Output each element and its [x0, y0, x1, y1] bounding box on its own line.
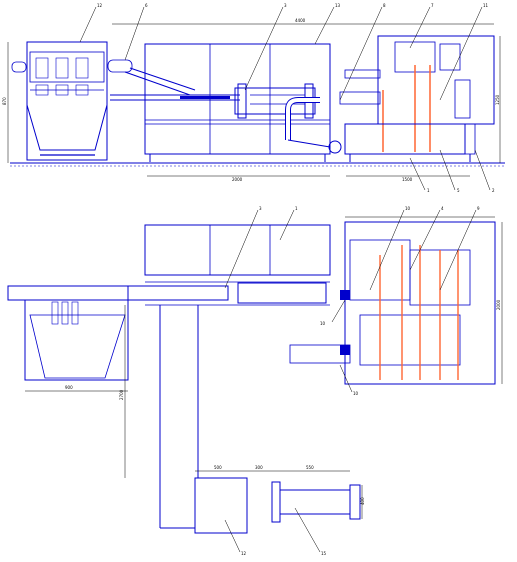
hopper-elevator: [11, 41, 108, 161]
plan-duct: [159, 305, 199, 529]
callout-label: 3: [259, 206, 262, 211]
callout-label: 8: [383, 3, 386, 8]
elevation-view: 4400 2000 1500 870 1250 12 6 3 13 8 7: [2, 3, 505, 193]
dim-bottom-b: 300: [255, 465, 263, 470]
dim-bottom-left: 2000: [232, 177, 243, 182]
dim-hopper-width: 900: [65, 385, 73, 390]
right-machine: [339, 35, 495, 162]
callout-label: 5: [457, 188, 460, 193]
callout-label: 9: [477, 206, 480, 211]
plan-right-machine: [289, 221, 496, 385]
plan-conveyor: [7, 281, 330, 306]
dim-bottom-a: 500: [214, 465, 222, 470]
elevation-dimensions: 4400 2000 1500 870 1250: [2, 18, 501, 182]
dim-pump-dia: 400: [360, 497, 365, 505]
callout-label: 12: [97, 3, 103, 8]
dim-bottom-right: 1500: [402, 177, 413, 182]
elevation-callouts: 12 6 3 13 8 7 11 1 5 2: [79, 3, 495, 193]
dim-vertical: 2700: [119, 389, 124, 400]
dim-overall-width: 2000: [496, 299, 501, 310]
pipe-loop: [285, 97, 342, 154]
ground-line: [10, 162, 505, 167]
plan-dimensions: 2000 2700 900 500 300 550 400: [25, 216, 503, 519]
callout-label: 10: [405, 206, 411, 211]
pump-unit-15: [271, 481, 361, 523]
dim-right-height: 1250: [495, 94, 500, 105]
callout-label: 7: [431, 3, 434, 8]
pump-unit-12: [194, 477, 248, 534]
callout-label: 13: [335, 3, 341, 8]
plan-view: 2000 2700 900 500 300 550 400 3 1 10 4: [7, 206, 503, 556]
dim-overall-length: 4400: [295, 18, 306, 23]
callout-label: 4: [441, 206, 444, 211]
dim-left-height: 870: [2, 97, 7, 105]
callout-label: 10: [320, 321, 326, 326]
plan-hopper: [24, 299, 129, 381]
callout-label: 10: [353, 391, 359, 396]
plan-frame: [144, 224, 331, 276]
inclined-conveyor: [107, 59, 240, 101]
callout-label: 1: [295, 206, 298, 211]
callout-label: 2: [492, 188, 495, 193]
callout-label: 12: [241, 551, 247, 556]
callout-label: 11: [483, 3, 489, 8]
callout-label: 3: [284, 3, 287, 8]
dim-bottom-c: 550: [306, 465, 314, 470]
plan-callouts: 3 1 10 4 9 10 10 15 12: [224, 206, 480, 556]
callout-label: 6: [145, 3, 148, 8]
callout-label: 1: [427, 188, 430, 193]
callout-label: 15: [321, 551, 327, 556]
